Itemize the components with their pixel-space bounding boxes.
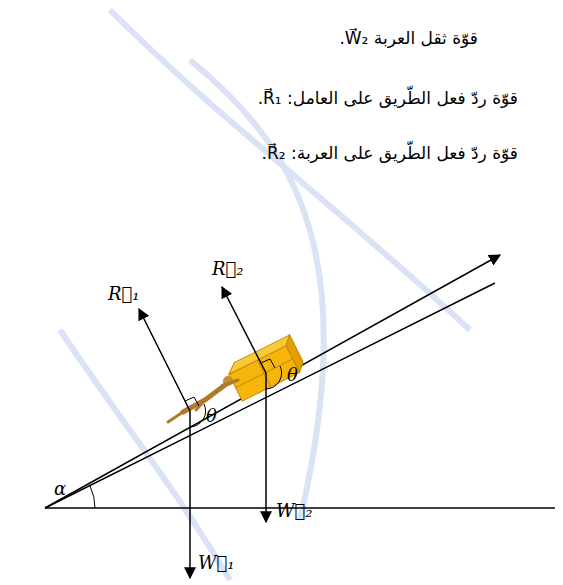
right-angle-mark [261, 359, 275, 368]
vector-label: W⃗₂ [276, 500, 313, 521]
force-vector [189, 411, 191, 578]
worker-figure [168, 376, 238, 422]
incline-line [45, 283, 495, 508]
motion-arrow [45, 255, 500, 508]
force-vector [222, 287, 266, 373]
angle-label: θ [287, 364, 298, 385]
legend-line: قوّة ردّ فعل الطّريق على العربة: R⃗₂. [262, 143, 518, 163]
angle-arc [266, 366, 282, 389]
angle-arc [90, 486, 95, 508]
legend-line: قوّة ردّ فعل الطّريق على العامل: R⃗₁. [258, 88, 518, 108]
force-vector [139, 309, 190, 411]
angle-label: θ [206, 405, 217, 426]
vector-label: R⃗₂ [212, 258, 244, 279]
vector-label: R⃗₁ [108, 283, 140, 304]
vector-label: W⃗₁ [198, 552, 235, 573]
angle-arc [190, 404, 206, 427]
angle-label: α [54, 478, 66, 499]
legend-line: قوّة ثقل العربة W⃗₂. [339, 28, 478, 48]
right-angle-mark [185, 397, 199, 406]
force-vector [265, 373, 267, 522]
